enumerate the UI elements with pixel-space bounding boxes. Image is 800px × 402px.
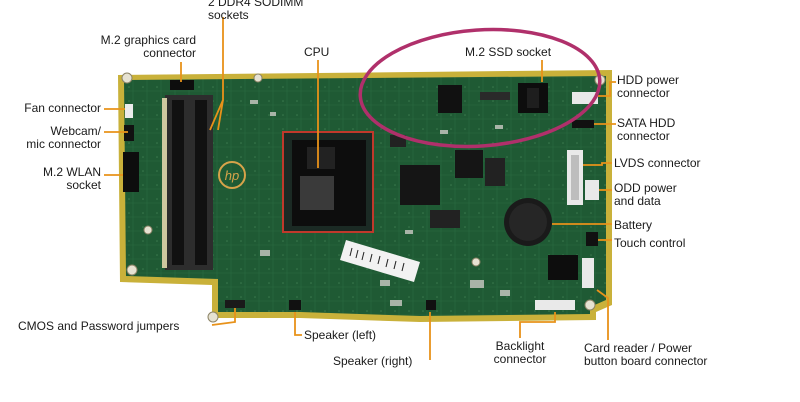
svg-text:hp: hp [225, 168, 239, 183]
label-sata-hdd-line1: SATA HDD [617, 116, 676, 130]
label-card-reader: Card reader / Power button board connect… [584, 342, 707, 368]
speaker-left-part [289, 300, 301, 310]
backlight-connector-part [535, 300, 575, 310]
label-m2-ssd-text: M.2 SSD socket [465, 45, 552, 59]
label-m2-graphics-line2: connector [143, 46, 196, 60]
label-backlight-line2: connector [493, 352, 547, 366]
label-sodimm-line2: sockets [208, 8, 249, 22]
label-odd-line2: and data [614, 194, 661, 208]
label-m2-wlan-line2: socket [66, 178, 101, 192]
label-sodimm: 2 DDR4 SODIMM sockets [208, 0, 303, 22]
label-backlight-line1: Backlight [495, 339, 545, 353]
m2-ssd-highlight-circle [358, 27, 602, 149]
label-m2-ssd: M.2 SSD socket [465, 46, 551, 59]
label-webcam-line1: Webcam/ [50, 124, 101, 138]
label-webcam: Webcam/ mic connector [0, 125, 101, 151]
barcode-label [340, 240, 420, 282]
odd-connector-part [585, 180, 599, 200]
label-m2-wlan: M.2 WLAN socket [0, 166, 101, 192]
m2-ssd-socket-part [438, 83, 548, 113]
label-speaker-left-text: Speaker (left) [304, 328, 377, 342]
label-sodimm-line1: 2 DDR4 SODIMM [208, 0, 304, 9]
label-webcam-line2: mic connector [26, 137, 101, 151]
cpu [282, 131, 374, 233]
fan-connector-part [125, 104, 133, 118]
label-sata-hdd-line2: connector [617, 129, 670, 143]
label-hdd-power-line2: connector [617, 86, 670, 100]
label-speaker-right: Speaker (right) [333, 355, 412, 368]
chipset-components [390, 135, 505, 228]
label-touch-text: Touch control [614, 236, 686, 250]
label-cmos: CMOS and Password jumpers [18, 320, 179, 333]
mounting-holes [121, 72, 606, 323]
lvds-pins [571, 155, 579, 200]
label-lvds: LVDS connector [614, 157, 701, 170]
sata-hdd-connector-part [572, 120, 594, 128]
touch-control-part [586, 232, 598, 246]
label-m2-wlan-line1: M.2 WLAN [42, 165, 101, 179]
webcam-connector-part [124, 125, 134, 141]
battery-part [504, 198, 552, 246]
leader-lines [104, 17, 616, 360]
m2-wlan-socket-part [123, 152, 139, 192]
label-fan-text: Fan connector [24, 101, 101, 115]
label-odd: ODD power and data [614, 182, 677, 208]
label-hdd-power: HDD power connector [617, 74, 679, 100]
label-cpu-text: CPU [304, 45, 330, 59]
sodimm-sockets [162, 95, 213, 270]
label-battery: Battery [614, 219, 652, 232]
hp-logo: hp [218, 161, 246, 189]
speaker-right-part [426, 300, 436, 310]
label-m2-graphics-line1: M.2 graphics card [100, 33, 196, 47]
board-small-parts [250, 100, 510, 306]
label-card-reader-line2: button board connector [584, 354, 708, 368]
label-card-reader-line1: Card reader / Power [584, 341, 693, 355]
label-sata-hdd: SATA HDD connector [617, 117, 675, 143]
label-touch: Touch control [614, 237, 685, 250]
label-cpu: CPU [304, 46, 329, 59]
label-fan: Fan connector [0, 102, 101, 115]
label-hdd-power-line1: HDD power [617, 73, 680, 87]
label-lvds-text: LVDS connector [614, 156, 701, 170]
cmos-jumpers-part [225, 300, 245, 308]
label-odd-line1: ODD power [614, 181, 677, 195]
m2-graphics-connector [170, 80, 194, 90]
label-speaker-left: Speaker (left) [304, 329, 376, 342]
label-m2-graphics: M.2 graphics card connector [60, 34, 196, 60]
label-backlight: Backlight connector [482, 340, 558, 366]
card-reader-part [548, 255, 594, 288]
label-cmos-text: CMOS and Password jumpers [18, 319, 180, 333]
label-battery-text: Battery [614, 218, 653, 232]
label-speaker-right-text: Speaker (right) [333, 354, 413, 368]
